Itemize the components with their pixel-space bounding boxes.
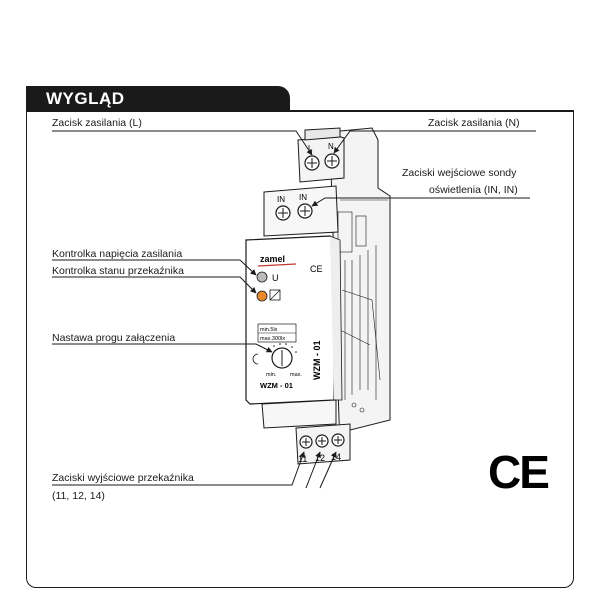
power-led-indicator <box>256 271 268 283</box>
label-power-n: Zacisk zasilania (N) <box>428 117 520 129</box>
label-relay-led: Kontrolka stanu przekaźnika <box>52 265 184 277</box>
relay-symbol-icon <box>269 289 281 301</box>
side-panel-markings <box>337 211 381 413</box>
terminal-in1-text: IN <box>277 195 285 204</box>
section-tab <box>26 86 290 112</box>
knob-max-text: max. <box>290 372 302 378</box>
model-text: WZM - 01 <box>260 381 293 390</box>
terminal-in2-text: IN <box>299 193 307 202</box>
knob-min-text: min. <box>266 372 277 378</box>
brand-logo: zamel <box>260 254 285 264</box>
leader-lines <box>52 130 536 489</box>
ce-mark: CE <box>488 446 548 498</box>
housing-lower <box>261 399 337 429</box>
relay-led-indicator <box>256 290 268 302</box>
label-power-l: Zacisk zasilania (L) <box>52 117 142 129</box>
terminal-l-text: L <box>308 144 313 153</box>
label-sensor-inputs-1: Zaciski wejściowe sondy <box>402 167 517 179</box>
frame-top-border <box>26 110 574 112</box>
label-threshold: Nastawa progu załączenia <box>52 332 176 344</box>
section-title: WYGLĄD <box>46 89 125 108</box>
terminal-11-text: 11 <box>298 454 307 464</box>
label-outputs-1: Zaciski wyjściowe przekaźnika <box>52 472 194 484</box>
range-max-text: max.300lx <box>260 336 285 342</box>
label-sensor-inputs-2: oświetlenia (IN, IN) <box>429 184 518 196</box>
content-frame <box>26 110 574 588</box>
terminal-n-text: N <box>328 142 334 151</box>
label-power-led: Kontrolka napięcia zasilania <box>52 248 183 260</box>
small-ce-mark: CE <box>310 264 323 274</box>
power-terminal-block <box>297 127 345 183</box>
range-min-text: min.5lx <box>260 327 278 333</box>
led-u-text: U <box>272 273 279 283</box>
side-model-text: WZM - 01 <box>312 341 322 381</box>
label-outputs-2: (11, 12, 14) <box>52 490 105 502</box>
